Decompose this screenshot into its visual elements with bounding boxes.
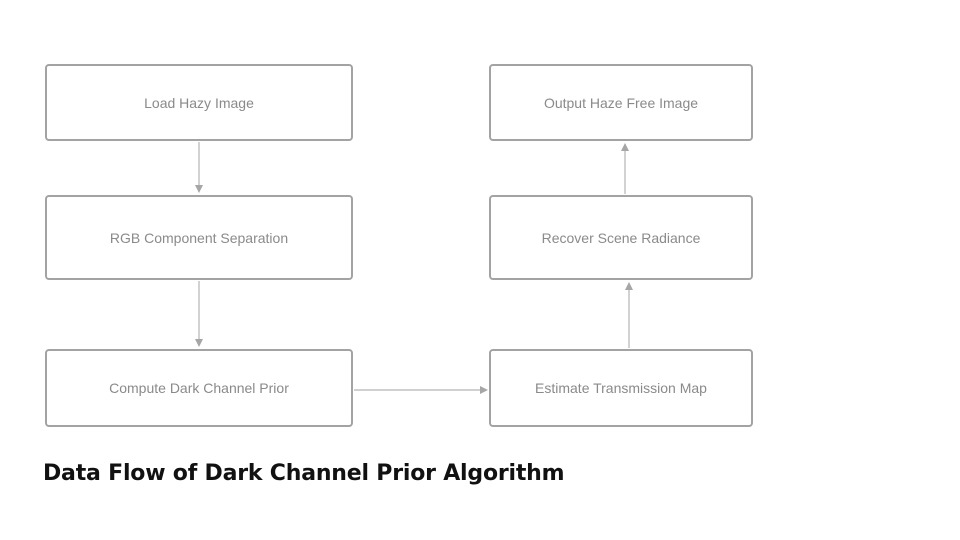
node-label: Recover Scene Radiance bbox=[541, 229, 701, 246]
edge-load-to-rgb bbox=[195, 142, 203, 193]
node-output-haze-free-image: Output Haze Free Image bbox=[489, 64, 753, 141]
edge-estimate-to-recover bbox=[625, 282, 633, 348]
node-label: Load Hazy Image bbox=[144, 94, 254, 111]
diagram-caption: Data Flow of Dark Channel Prior Algorith… bbox=[43, 461, 565, 486]
edge-dark-to-estimate bbox=[354, 386, 488, 394]
node-label: Estimate Transmission Map bbox=[535, 380, 707, 396]
edge-recover-to-output bbox=[621, 143, 629, 194]
node-estimate-transmission-map: Estimate Transmission Map bbox=[489, 349, 753, 427]
node-label: Output Haze Free Image bbox=[543, 94, 699, 111]
edge-rgb-to-dark bbox=[195, 281, 203, 347]
node-recover-scene-radiance: Recover Scene Radiance bbox=[489, 195, 753, 280]
node-load-hazy-image: Load Hazy Image bbox=[45, 64, 353, 141]
node-label: Compute Dark Channel Prior bbox=[109, 380, 289, 396]
node-rgb-component-separation: RGB Component Separation bbox=[45, 195, 353, 280]
node-label: RGB Component Separation bbox=[109, 229, 289, 246]
node-compute-dark-channel-prior: Compute Dark Channel Prior bbox=[45, 349, 353, 427]
